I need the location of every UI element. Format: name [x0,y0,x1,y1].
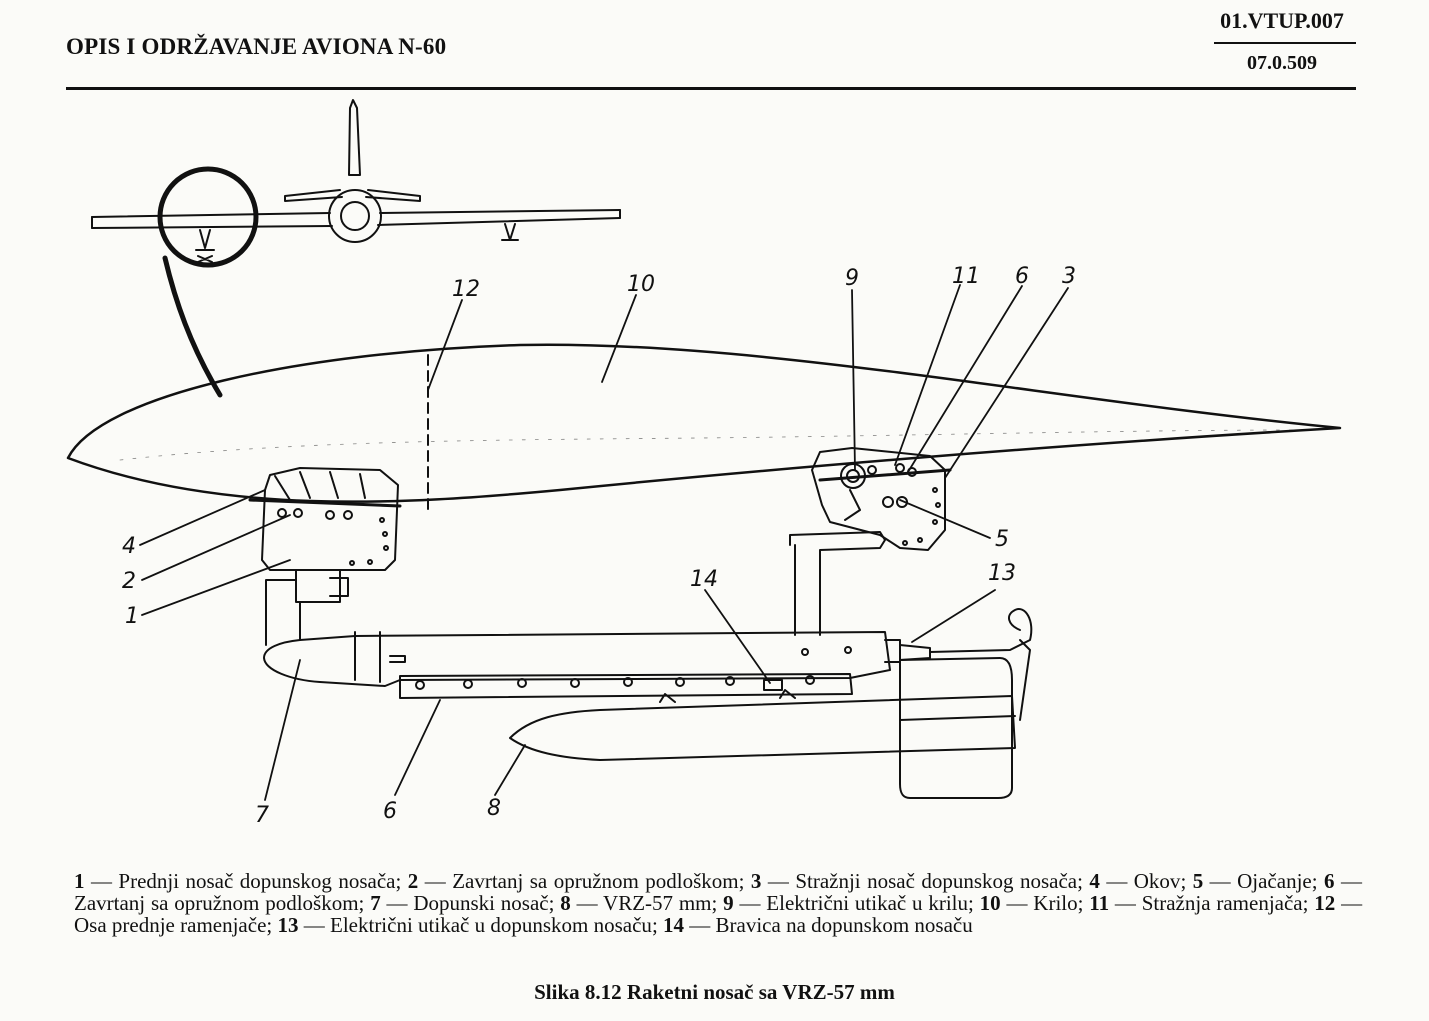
legend-item: 10 — Krilo; [979,891,1090,915]
document-title: OPIS I ODRŽAVANJE AVIONA N-60 [66,34,447,59]
callout-label: 12 [452,277,480,302]
legend-text: Prednji nosač dopunskog nosača [118,869,396,893]
legend-text: Stražnja ramenjača [1141,891,1303,915]
header-rule [66,87,1356,90]
legend-number: 8 [560,891,571,915]
legend-number: 5 [1192,869,1204,893]
legend-number: 3 [750,869,762,893]
figure-caption: Slika 8.12 Raketni nosač sa VRZ-57 mm [534,980,895,1004]
legend-text: Okov [1133,869,1181,893]
rear-mount [811,447,952,551]
legend-text: Električni utikač u krilu [766,891,968,915]
legend-number: 4 [1089,869,1100,893]
callout-label: 14 [690,567,718,592]
callout-label: 9 [845,266,859,291]
callout-label: 13 [988,561,1016,586]
legend-item: 1 — Prednji nosač dopunskog nosača; [74,869,408,893]
legend-text: Dopunski nosač [413,891,549,915]
callout-label: 8 [487,796,501,821]
legend-item: 5 — Ojačanje; [1192,869,1325,893]
legend-item: 2 — Zavrtanj sa opružnom podloškom; [407,869,751,893]
legend-item: 11 — Stražnja ramenjača; [1089,891,1315,915]
legend-text: Krilo [1033,891,1078,915]
rocket-launcher [509,657,1016,799]
legend-number: 6 [1324,869,1335,893]
legend-text: Ojačanje [1237,869,1312,893]
callout-label: 5 [995,527,1009,552]
callout-label: 6 [383,799,397,824]
callout-label: 2 [122,569,136,594]
legend-text: Stražnji nosač dopunskog nosača [795,869,1078,893]
legend-number: 13 [277,913,299,937]
callout-label: 10 [627,272,655,297]
callout-label: 4 [122,534,136,559]
callout-labels: 12 10 9 11 6 3 4 2 1 5 14 13 7 6 8 [122,264,1076,828]
callout-label: 6 [1015,264,1029,289]
callout-label: 11 [952,264,980,289]
legend-text: Zavrtanj sa opružnom podloškom [74,891,359,915]
auxiliary-carrier [263,531,1033,721]
callout-label: 7 [255,803,269,828]
document-code: 01.VTUP.007 [1220,8,1344,33]
callout-label: 1 [125,604,139,629]
wing-profile [66,343,1342,513]
callout-label: 3 [1062,264,1076,289]
aircraft-front-view [91,99,621,398]
legend-text: Osa prednje ramenjače [74,913,267,937]
legend-number: 7 [370,891,381,915]
legend-item: 9 — Električni utikač u krilu; [723,891,980,915]
leader-lines [139,284,1069,801]
front-mount [248,467,402,646]
document-subcode: 07.0.509 [1247,52,1317,74]
legend-item: 6 — Zavrtanj sa opružnom podloškom; [74,869,1362,915]
legend-item: 14 — Bravica na dopunskom nosaču [663,913,973,937]
legend-number: 1 [74,869,85,893]
legend-item: 12 — Osa prednje ramenjače; [74,891,1363,937]
legend-item: 8 — VRZ-57 mm; [560,891,724,915]
legend-item: 7 — Dopunski nosač; [370,891,561,915]
legend-number: 2 [407,869,419,893]
legend-number: 12 [1314,891,1336,915]
legend-number: 11 [1089,891,1110,915]
legend-text: Zavrtanj sa opružnom podloškom [452,869,739,893]
legend-number: 9 [723,891,734,915]
legend-item: 13 — Električni utikač u dopunskom nosač… [277,913,664,937]
figure-legend: 1 — Prednji nosač dopunskog nosača; 2 — … [74,870,1362,936]
code-divider [1214,42,1356,44]
legend-number: 14 [663,913,685,937]
legend-text: Bravica na dopunskom nosaču [715,913,973,937]
legend-text: Električni utikač u dopunskom nosaču [330,913,652,937]
legend-text: VRZ-57 mm [603,891,712,915]
legend-item: 3 — Stražnji nosač dopunskog nosača; [750,869,1090,893]
technical-drawing: 12 10 9 11 6 3 4 2 1 5 14 13 7 6 8 [66,99,1342,828]
legend-number: 10 [979,891,1001,915]
legend-item: 4 — Okov; [1089,869,1193,893]
